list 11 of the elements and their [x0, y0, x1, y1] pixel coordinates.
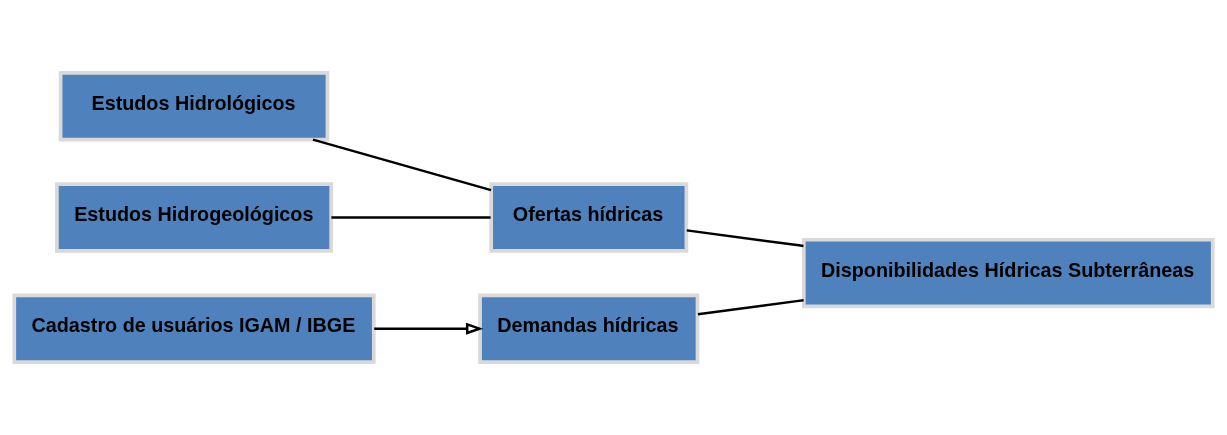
node-box: Cadastro de usuários IGAM / IBGE [12, 293, 376, 364]
connector [331, 216, 491, 219]
node-box: Ofertas hídricas [489, 182, 689, 253]
node-box: Demandas hídricas [478, 293, 700, 364]
node-box: Estudos Hidrogeológicos [55, 182, 334, 253]
connector [312, 138, 492, 192]
connector [686, 229, 804, 248]
arrow [374, 322, 484, 335]
node-box: Disponibilidades Hídricas Subterrâneas [801, 237, 1215, 309]
connector [697, 299, 804, 316]
node-box: Estudos Hidrológicos [58, 71, 330, 142]
